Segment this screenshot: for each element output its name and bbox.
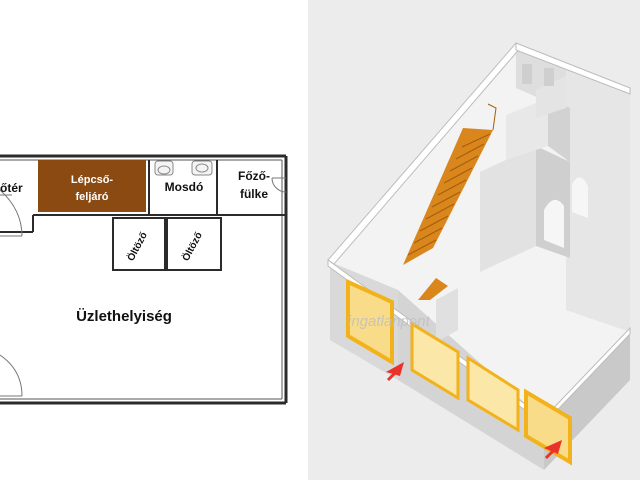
render-3d-drawing: ingatlanpont bbox=[327, 42, 631, 470]
partition-walls bbox=[0, 160, 286, 271]
render-3d-panel: ingatlanpont bbox=[308, 0, 640, 480]
room-label-changing-2: Öltöző bbox=[179, 230, 205, 264]
room-label-washroom: Mosdó bbox=[165, 180, 204, 194]
room-label-stairs-1: Lépcső- bbox=[71, 174, 114, 186]
room-label-shop: Üzlethelyiség bbox=[76, 308, 172, 325]
floor-plan-drawing: őtér Lépcső- feljáró Mosdó Főző- fülke Ö… bbox=[0, 154, 288, 405]
washroom-fixtures bbox=[154, 160, 213, 176]
stairs-block bbox=[38, 160, 146, 212]
interior-walls bbox=[480, 64, 588, 272]
room-label-kitchen-2: fülke bbox=[240, 187, 268, 201]
floor-plan-panel: őtér Lépcső- feljáró Mosdó Főző- fülke Ö… bbox=[0, 0, 308, 480]
back-right-wall bbox=[566, 68, 630, 332]
outer-walls bbox=[0, 154, 288, 405]
room-label-foyer: őtér bbox=[0, 181, 23, 195]
entrance-door-top bbox=[0, 189, 23, 237]
watermark-text: ingatlanpont bbox=[348, 313, 431, 330]
stairs-3d bbox=[403, 103, 497, 300]
glass-doors bbox=[346, 278, 572, 466]
room-label-changing-1: Öltöző bbox=[124, 230, 150, 264]
room-label-stairs-2: feljáró bbox=[75, 191, 108, 203]
entrance-arrows bbox=[386, 362, 562, 460]
kitchen-door bbox=[271, 177, 287, 193]
room-label-kitchen-1: Főző- bbox=[238, 169, 270, 183]
entrance-door-bottom bbox=[0, 354, 23, 397]
